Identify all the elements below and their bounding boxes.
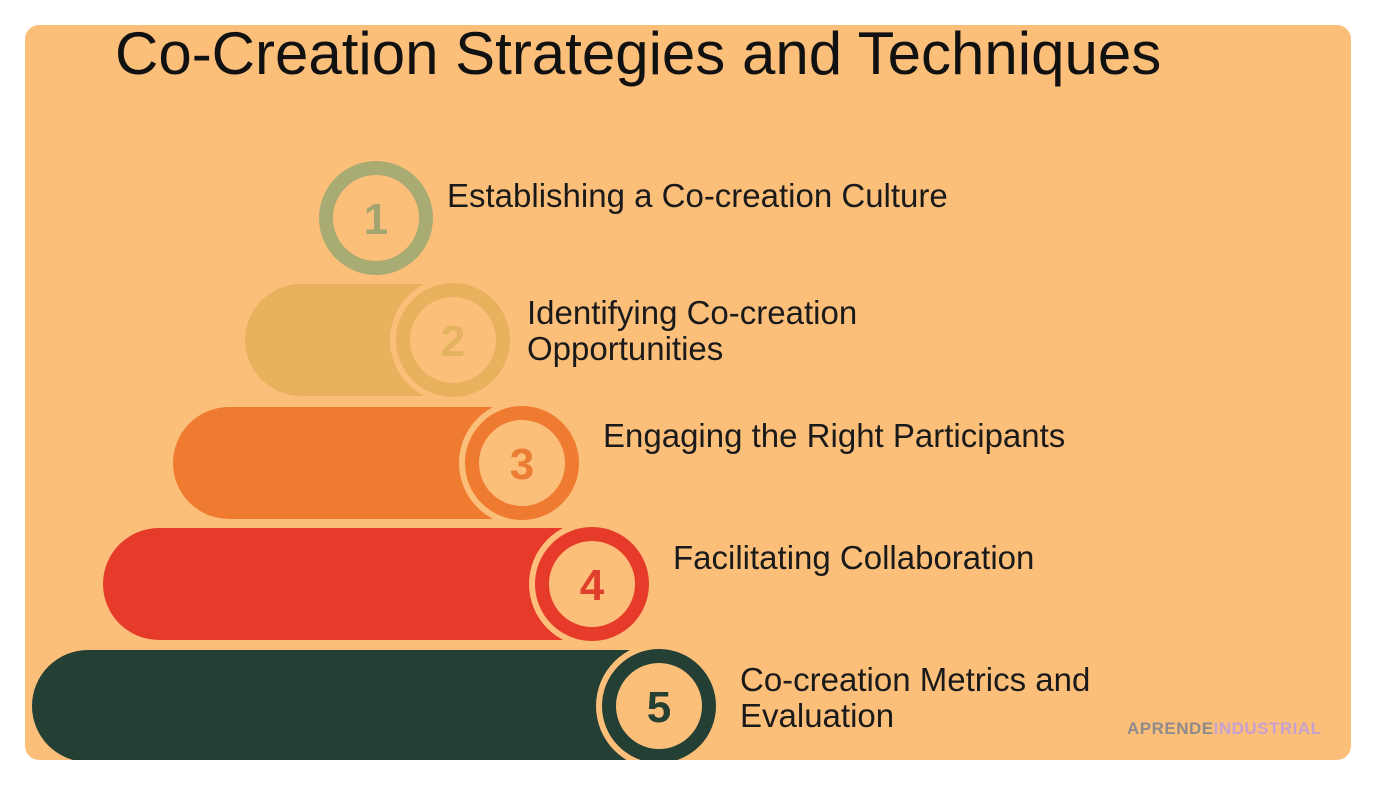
step-4-bar [103, 528, 598, 640]
infographic-canvas: Co-Creation Strategies and Techniques 1 2… [25, 25, 1351, 760]
step-3-bar [173, 407, 528, 519]
step-2-number: 2 [441, 317, 465, 366]
step-1-number: 1 [364, 195, 388, 244]
watermark-part-1: APRENDE [1127, 719, 1214, 738]
step-1-label: Establishing a Co-creation Culture [447, 177, 948, 214]
step-5-bar [32, 650, 665, 760]
step-4-ring [535, 527, 649, 641]
watermark-part-2: INDUSTRIAL [1213, 719, 1322, 738]
step-3-ring [465, 406, 579, 520]
step-3-number: 3 [510, 440, 534, 489]
step-5-label: Co-creation Metrics and Evaluation [740, 661, 1091, 734]
aprende-industrial-watermark: APRENDEINDUSTRIAL [1127, 719, 1322, 739]
step-4-number: 4 [580, 561, 605, 610]
step-5-ring [602, 649, 716, 760]
step-2-label: Identifying Co-creation Opportunities [527, 294, 858, 367]
step-3-label: Engaging the Right Participants [603, 417, 1066, 454]
page-title: Co-Creation Strategies and Techniques [115, 25, 1162, 87]
steps-diagram: 1 2 3 4 5 [32, 155, 722, 760]
step-1-ring [319, 161, 433, 275]
step-4-label: Facilitating Collaboration [673, 539, 1035, 576]
step-2-ring [396, 283, 510, 397]
step-5-number: 5 [647, 683, 671, 732]
